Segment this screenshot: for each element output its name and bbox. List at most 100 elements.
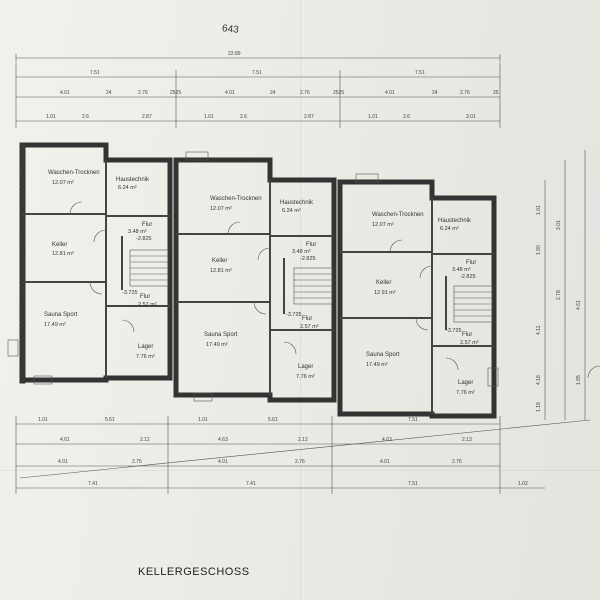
overall-dimension: 22.89 [15, 51, 501, 62]
level-mark: -3.725 [122, 290, 138, 296]
dimension-label: 4.01 [218, 459, 228, 465]
dimension-label: 2.12 [140, 437, 150, 443]
dimension-label: 4.61 [576, 300, 582, 310]
dimension-label: 3.01 [556, 220, 562, 230]
dimension-label: 7.51 [408, 481, 418, 487]
dimension-label: 2.76 [460, 90, 470, 96]
dimension-label: 3.01 [466, 114, 476, 120]
overall-dimension-label: 22.89 [228, 51, 241, 57]
dimension-lines-top [15, 63, 501, 128]
dimension-label: 2.76 [300, 90, 310, 96]
room-area: 12.91 m² [374, 290, 396, 296]
dimension-label: 1.01 [46, 114, 56, 120]
unit-3: Waschen-Trocknen 12.07 m² Haustechnik 6.… [337, 173, 499, 419]
paper-fold [0, 470, 600, 471]
dimension-label: 1.01 [204, 114, 214, 120]
dimension-label: 4.63 [218, 437, 228, 443]
dimension-label: 4.01 [58, 459, 68, 465]
room-name: Flur [466, 260, 476, 266]
dimension-label: 7.41 [88, 481, 98, 487]
dimension-label: 2.75 [132, 459, 142, 465]
dimension-label: 7.51 [90, 70, 100, 76]
level-mark: -2.825 [300, 256, 316, 262]
room-name: Keller [52, 242, 67, 248]
dimension-lines-right [19, 150, 591, 479]
dimension-label: 24 [432, 90, 438, 96]
dimension-label: 25 [493, 90, 499, 96]
room-area: 2.57 m² [460, 340, 479, 346]
room-name: Waschen-Trocknen [372, 212, 424, 218]
dimension-label: 1.19 [536, 402, 542, 412]
dimension-label: 4.18 [536, 375, 542, 385]
room-name: Lager [138, 344, 153, 350]
dimension-label: 1.02 [518, 481, 528, 487]
dimension-label: 2.87 [304, 114, 314, 120]
room-area: 17.49 m² [366, 362, 388, 368]
room-area: 17.49 m² [44, 322, 66, 328]
dimension-label: 24 [106, 90, 112, 96]
dimension-label: 7.41 [246, 481, 256, 487]
room-name: Keller [376, 280, 391, 286]
dimension-label: 2.87 [142, 114, 152, 120]
room-name: Keller [212, 258, 227, 264]
level-mark: -2.825 [460, 274, 476, 280]
dimension-label: 4.01 [225, 90, 235, 96]
dimension-labels-right: 1.01 1.90 4.11 4.18 1.19 3.01 2.78 4.61 … [536, 205, 582, 412]
dimension-label: 1.01 [536, 205, 542, 215]
room-area: 3.48 m² [128, 229, 147, 235]
room-name: Lager [458, 380, 473, 386]
dimension-label: 1.90 [536, 245, 542, 255]
room-name: Haustechnik [280, 200, 314, 206]
dimension-label: 4.11 [536, 325, 542, 335]
dimension-label: 2.78 [556, 290, 562, 300]
room-area: 12.07 m² [210, 206, 232, 212]
dimension-label: 2.6 [240, 114, 247, 120]
dimension-label: 7.51 [252, 70, 262, 76]
dimension-label: 1.85 [576, 375, 582, 385]
room-area: 17.49 m² [206, 342, 228, 348]
room-name: Waschen-Trocknen [210, 196, 262, 202]
room-name: Waschen-Trocknen [48, 170, 100, 176]
dimension-label: 4.61 [60, 437, 70, 443]
room-area: 6.24 m² [440, 226, 459, 232]
room-name: Sauna Sport [44, 312, 78, 318]
room-name: Sauna Sport [366, 352, 400, 358]
room-area: 2.57 m² [138, 302, 157, 308]
page-title: KELLERGESCHOSS [138, 566, 250, 578]
dimension-label: 2525 [170, 90, 181, 96]
room-area: 7.76 m² [456, 390, 475, 396]
section-marker-icon [587, 365, 600, 379]
dimension-label: 5.61 [268, 417, 278, 423]
dimension-label: 7.51 [408, 417, 418, 423]
paper-fold [300, 0, 301, 600]
dimension-labels-bottom: 1.01 5.61 1.01 5.61 7.51 4.61 2.12 4.63 … [38, 417, 528, 487]
level-mark: -2.825 [136, 236, 152, 242]
room-area: 12.81 m² [210, 268, 232, 274]
room-area: 2.57 m² [300, 324, 319, 330]
room-name: Flur [306, 242, 316, 248]
unit-2: Waschen-Trocknen 12.07 m² Haustechnik 6.… [173, 151, 337, 403]
dimension-label: 1.01 [198, 417, 208, 423]
room-area: 12.07 m² [52, 180, 74, 186]
level-mark: -3.725 [286, 312, 302, 318]
dimension-label: 4.01 [380, 459, 390, 465]
dimension-label: 24 [270, 90, 276, 96]
room-area: 7.76 m² [296, 374, 315, 380]
dimension-label: 4.63 [382, 437, 392, 443]
room-name: Lager [298, 364, 313, 370]
dimension-label: 2.76 [295, 459, 305, 465]
unit-1: Waschen-Trocknen 12.07 m² Haustechnik 6.… [7, 142, 173, 385]
room-area: 6.24 m² [118, 185, 137, 191]
room-area: 7.76 m² [136, 354, 155, 360]
dimension-label: 4.01 [385, 90, 395, 96]
room-name: Flur [302, 316, 312, 322]
level-mark: -3.725 [446, 328, 462, 334]
room-name: Haustechnik [438, 218, 472, 224]
dimension-label: 2.12 [298, 437, 308, 443]
dimension-lines-bottom [15, 416, 545, 494]
room-area: 12.07 m² [372, 222, 394, 228]
dimension-label: 2.6 [82, 114, 89, 120]
dimension-labels-top: 7.51 7.51 7.51 4.01 24 2.76 2525 4.01 24… [46, 70, 499, 120]
